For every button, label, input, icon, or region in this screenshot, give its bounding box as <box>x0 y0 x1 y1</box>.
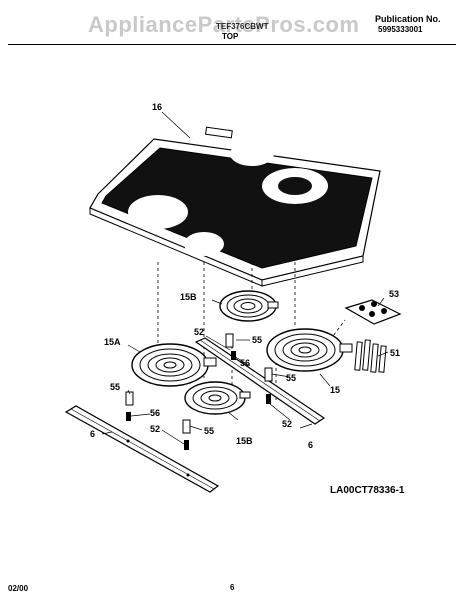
support-bracket-front <box>64 405 220 493</box>
burner-element-15 <box>266 328 353 372</box>
callout-52-top: 52 <box>194 327 204 337</box>
callout-15b-rear: 15B <box>180 292 197 302</box>
header-rule <box>8 44 456 45</box>
callout-15a: 15A <box>104 337 121 347</box>
terminal-block <box>344 299 402 325</box>
callout-52-right: 52 <box>282 419 292 429</box>
burner-element-15b-rear <box>219 290 279 322</box>
screw-52-mid <box>266 394 271 404</box>
burner-element-15a <box>131 343 217 387</box>
callout-55-top: 55 <box>252 335 262 345</box>
callout-53: 53 <box>389 289 399 299</box>
callout-52-low: 52 <box>150 424 160 434</box>
cooktop-glass-top <box>89 126 381 287</box>
callout-56-mid: 56 <box>240 358 250 368</box>
wire-connectors <box>354 339 387 373</box>
burner-opening-large <box>128 195 188 229</box>
footer-date: 02/00 <box>8 584 29 593</box>
model-number: TEF376CBWT <box>216 22 269 31</box>
callout-15b-front: 15B <box>236 436 253 446</box>
burner-opening-small <box>184 232 224 256</box>
diagram-code: LA00CT78336-1 <box>330 485 405 496</box>
publication-number: 5995333001 <box>378 25 423 34</box>
section-title: TOP <box>222 32 239 41</box>
screw-52-low <box>184 440 189 450</box>
callout-6-right: 6 <box>308 440 313 450</box>
callout-51: 51 <box>390 348 400 358</box>
callout-55-low: 55 <box>204 426 214 436</box>
leader-lines <box>101 111 389 445</box>
watermark: AppliancePartsPros.com <box>88 12 360 37</box>
callout-56-low: 56 <box>150 408 160 418</box>
clip-55-upper <box>225 333 234 348</box>
clip-55-left <box>125 391 134 406</box>
callout-15: 15 <box>330 385 340 395</box>
burner-element-15b-front <box>184 381 251 415</box>
callout-55-left: 55 <box>110 382 120 392</box>
burner-opening-rear <box>230 142 274 166</box>
screw-56-low <box>126 412 131 421</box>
clip-55-right <box>264 367 273 382</box>
callout-6-left: 6 <box>90 429 95 439</box>
callout-16: 16 <box>152 102 162 112</box>
support-bracket-rear <box>194 337 326 425</box>
callout-55-right: 55 <box>286 373 296 383</box>
page-number: 6 <box>230 583 235 592</box>
publication-label: Publication No. <box>375 14 441 24</box>
clip-55-lower <box>182 419 191 434</box>
screw-56-mid <box>231 351 236 360</box>
